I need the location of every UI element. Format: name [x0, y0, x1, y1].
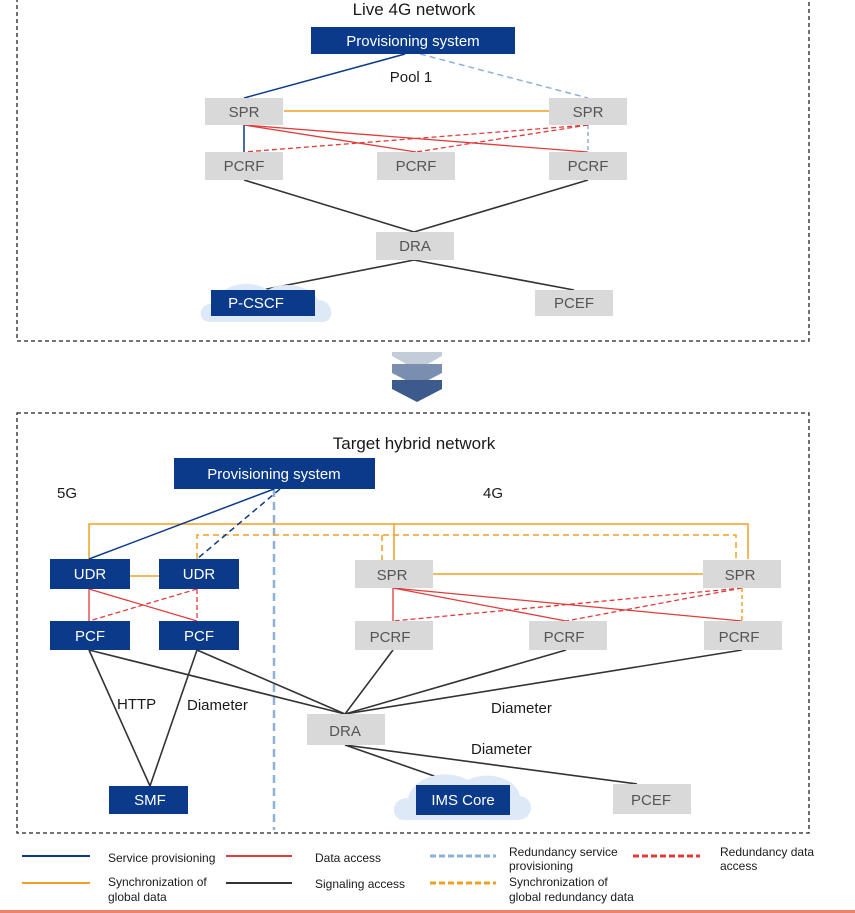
diameter-label-5g: Diameter [187, 697, 248, 714]
smf-label: SMF [134, 792, 166, 809]
top-pcrf-node-1: PCRF [205, 152, 283, 180]
bottom-signaling-lines [88, 649, 743, 787]
smf-node: SMF [109, 786, 188, 814]
redundancy-sync-lines [196, 534, 737, 560]
pcf-label-1: PCF [75, 628, 105, 645]
diameter-label-pcef: Diameter [471, 741, 532, 758]
legend-sync-redundancy-label-1: Synchronization of [509, 875, 608, 889]
bottom-5g-data-access-lines [88, 588, 198, 622]
target-hybrid-frame [16, 412, 810, 834]
bottom-spr-node-2: SPR [703, 560, 781, 588]
top-dra-label: DRA [399, 238, 431, 255]
label-4g: 4G [483, 485, 503, 502]
bottom-provisioning-system-label: Provisioning system [207, 466, 340, 483]
bottom-pcef-node: PCEF [613, 784, 691, 814]
bottom-spr-label-2: SPR [725, 567, 756, 584]
top-spr-label-1: SPR [229, 104, 260, 121]
top-prov-to-spr1-line [243, 53, 406, 99]
bottom-prov-to-udr1-line [88, 488, 275, 560]
top-provisioning-system-label: Provisioning system [346, 33, 479, 50]
top-spr1-pcrf2-line [243, 124, 417, 153]
legend-redundancy-data-label-1: Redundancy data [720, 845, 814, 859]
top-spr-node-1: SPR [205, 98, 283, 125]
target-hybrid-title: Target hybrid network [333, 434, 496, 453]
pcf-node-2: PCF [159, 621, 239, 650]
top-dra-node: DRA [376, 232, 454, 260]
bottom-rule [0, 910, 855, 913]
legend-service-provisioning-label: Service provisioning [108, 851, 215, 865]
live-4g-title: Live 4G network [353, 0, 476, 19]
bottom-pcrf-node-1: PCRF [355, 621, 433, 650]
legend-redundancy-data-label-2: access [720, 859, 757, 873]
bottom-pcef-label: PCEF [631, 792, 671, 809]
bottom-provisioning-system-node: Provisioning system [174, 458, 375, 489]
bottom-dra-label: DRA [329, 723, 361, 740]
bottom-pcrf-label-1: PCRF [370, 629, 411, 646]
top-pcrf-label-3: PCRF [568, 158, 609, 175]
live-4g-frame [16, 0, 810, 342]
bottom-pcrf-node-2: PCRF [529, 621, 607, 650]
bottom-pcrf-node-3: PCRF [704, 621, 782, 650]
global-sync-lines [88, 523, 749, 577]
bottom-prov-to-udr2-redundancy-line [196, 488, 281, 560]
ims-core-node: IMS Core [416, 785, 510, 815]
label-5g: 5G [57, 485, 77, 502]
ims-core-label: IMS Core [431, 792, 494, 809]
top-pcrf-label-2: PCRF [396, 158, 437, 175]
top-spr2-pcrf2-redundancy-line [415, 124, 589, 153]
top-spr2-pcrf1-redundancy-line [243, 124, 589, 153]
pool-label: Pool 1 [390, 69, 433, 86]
top-provisioning-system-node: Provisioning system [311, 27, 515, 54]
legend-redundancy-service-label-2: provisioning [509, 859, 573, 873]
legend-data-access-label: Data access [315, 851, 381, 865]
top-pcscf-label: P-CSCF [228, 295, 284, 312]
legend-sync-global-label-2: global data [108, 890, 167, 904]
top-dra-pcef-line [413, 259, 575, 291]
top-pcrf1-dra-line [243, 179, 415, 233]
top-pcrf-node-2: PCRF [377, 152, 455, 180]
legend-sync-redundancy-label-2: global redundancy data [509, 890, 634, 904]
udr-node-2: UDR [159, 559, 239, 589]
bottom-dra-node: DRA [307, 714, 385, 745]
legend-redundancy-service-label-1: Redundancy service [509, 845, 618, 859]
pcf-label-2: PCF [184, 628, 214, 645]
transition-chevron-icon [392, 352, 442, 402]
top-pcrf-node-3: PCRF [549, 152, 627, 180]
top-pcef-label: PCEF [554, 295, 594, 312]
bottom-spr-label-1: SPR [377, 567, 408, 584]
top-spr-label-2: SPR [573, 104, 604, 121]
diameter-label-pcrf: Diameter [491, 700, 552, 717]
top-connections [243, 53, 589, 291]
bottom-pcrf-label-2: PCRF [544, 629, 585, 646]
top-pcrf3-dra-line [413, 179, 589, 233]
bottom-pcrf-label-3: PCRF [719, 629, 760, 646]
bottom-4g-data-access-lines [392, 587, 743, 622]
legend: Service provisioning Data access Redunda… [22, 845, 814, 904]
top-pcrf-label-1: PCRF [224, 158, 265, 175]
bottom-spr-node-1: SPR [355, 560, 433, 588]
legend-sync-global-label-1: Synchronization of [108, 875, 207, 889]
udr-label-2: UDR [183, 566, 216, 583]
top-dra-pcscf-line [261, 259, 415, 291]
top-pcef-node: PCEF [535, 290, 613, 316]
udr-node-1: UDR [50, 559, 130, 589]
http-label: HTTP [117, 696, 156, 713]
udr-label-1: UDR [74, 566, 107, 583]
pcf-node-1: PCF [50, 621, 130, 650]
legend-signaling-label: Signaling access [315, 877, 405, 891]
top-prov-to-spr2-redundancy-line [419, 53, 589, 99]
top-spr-node-2: SPR [549, 98, 627, 125]
top-pcscf-node: P-CSCF [211, 290, 315, 316]
